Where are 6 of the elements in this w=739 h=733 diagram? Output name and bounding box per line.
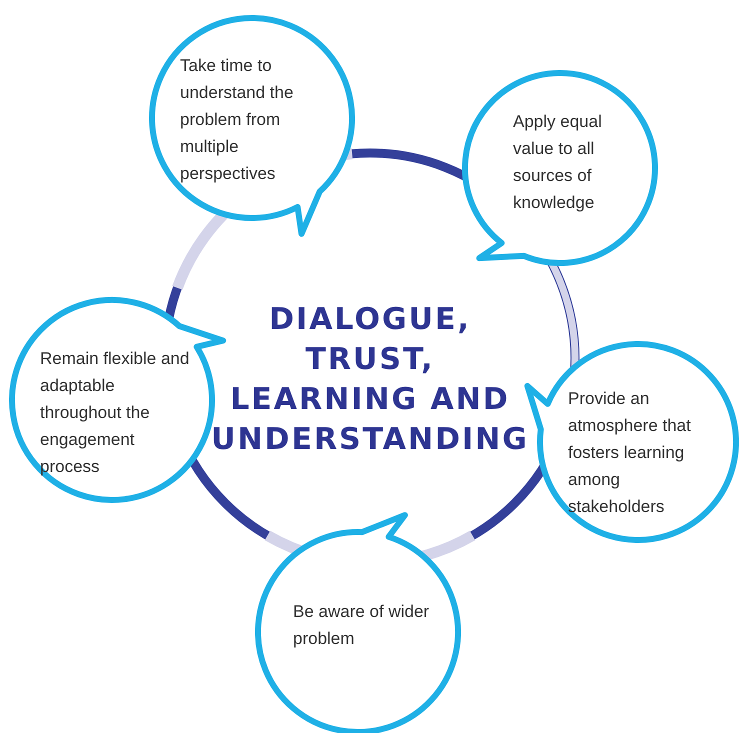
bubble-text: Take time to understand the problem from multiple perspectives xyxy=(180,55,294,185)
bubble-text: Apply equal value to all sources of knowledge xyxy=(513,111,603,214)
bubble-text: Be aware of wider problem xyxy=(293,601,430,650)
bubble-text: Remain flexible and adaptable throughout the engagement process xyxy=(40,348,190,478)
center-heading: DIALOGUE, TRUST, LEARNING AND UNDERSTANDING xyxy=(210,301,530,459)
bubble-text: Provide an atmosphere that fosters learning among stakeholders xyxy=(568,388,692,518)
